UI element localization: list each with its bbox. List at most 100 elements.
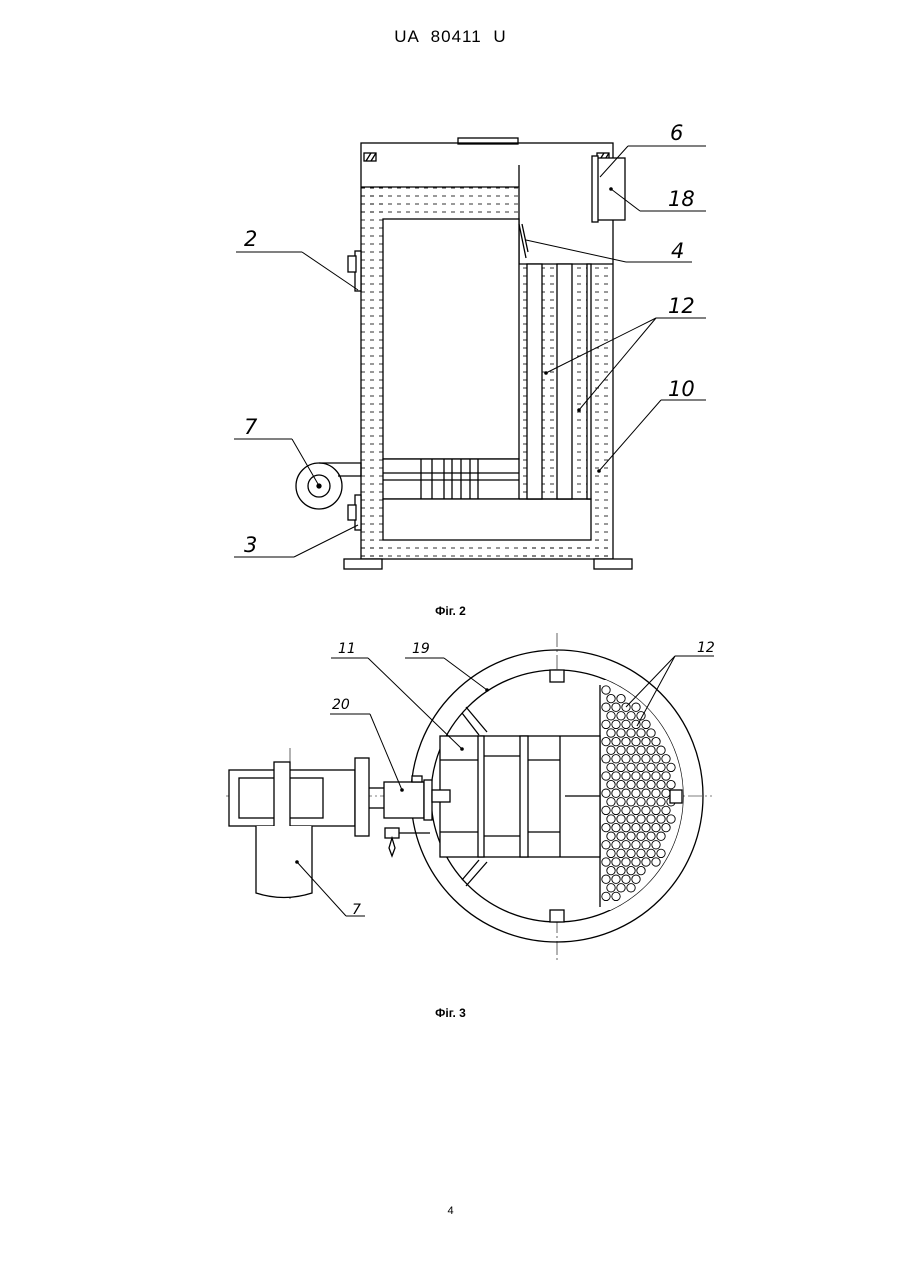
fire-tube — [637, 849, 645, 857]
ref-12-fig3: 12 — [697, 640, 715, 656]
fire-tube — [602, 737, 610, 745]
ref-19: 19 — [412, 641, 430, 657]
fire-tube — [627, 712, 635, 720]
fire-tube — [642, 823, 650, 831]
fire-tube — [627, 815, 635, 823]
fire-tube — [632, 841, 640, 849]
fire-tube — [627, 763, 635, 771]
fire-tube — [627, 866, 635, 874]
fire-tube — [602, 875, 610, 883]
fire-tube — [632, 858, 640, 866]
fire-tube — [627, 729, 635, 737]
fire-tube — [667, 763, 675, 771]
fire-tube — [622, 720, 630, 728]
fire-tube — [652, 823, 660, 831]
fire-tube — [617, 763, 625, 771]
fire-tube — [657, 815, 665, 823]
fire-tube — [617, 712, 625, 720]
fire-tube — [647, 815, 655, 823]
fire-tube — [602, 686, 610, 694]
fire-tube — [632, 823, 640, 831]
fire-tube — [637, 746, 645, 754]
figure-2 — [234, 138, 706, 569]
fire-tube — [632, 772, 640, 780]
fire-tube — [602, 858, 610, 866]
fire-tube — [627, 832, 635, 840]
fire-tube — [652, 789, 660, 797]
ref-20: 20 — [332, 697, 350, 713]
fire-tube — [607, 866, 615, 874]
fire-tube — [602, 892, 610, 900]
fire-tube — [602, 772, 610, 780]
fire-tube — [632, 703, 640, 711]
fire-tube — [652, 841, 660, 849]
fire-tube — [662, 789, 670, 797]
fire-tube — [602, 755, 610, 763]
fire-tube — [622, 875, 630, 883]
fire-tube — [612, 823, 620, 831]
fire-tube — [612, 892, 620, 900]
fire-tube — [627, 780, 635, 788]
fire-tube — [612, 755, 620, 763]
fire-tube — [642, 789, 650, 797]
fire-tube — [607, 780, 615, 788]
fire-tube — [647, 729, 655, 737]
fire-tube — [617, 694, 625, 702]
fire-tube — [637, 866, 645, 874]
fire-tube — [612, 703, 620, 711]
fire-tube — [622, 789, 630, 797]
fire-tube — [602, 703, 610, 711]
fire-tube — [657, 849, 665, 857]
ref-6: 6 — [670, 121, 683, 145]
fire-tube — [617, 780, 625, 788]
fire-tube — [657, 798, 665, 806]
fire-tube — [657, 780, 665, 788]
fire-tube — [642, 806, 650, 814]
fire-tube — [642, 755, 650, 763]
fire-tube — [602, 720, 610, 728]
fire-tube — [607, 849, 615, 857]
fire-tube — [637, 780, 645, 788]
ref-2: 2 — [244, 227, 257, 251]
fire-tube — [612, 841, 620, 849]
fire-tube — [617, 866, 625, 874]
fire-tube — [637, 763, 645, 771]
ref-7-fig3: 7 — [352, 902, 361, 918]
fire-tube — [612, 875, 620, 883]
fire-tube — [642, 858, 650, 866]
fire-tube — [652, 858, 660, 866]
fire-tube — [617, 798, 625, 806]
fire-tube — [622, 772, 630, 780]
fire-tube — [652, 737, 660, 745]
ref-10: 10 — [668, 377, 695, 401]
fire-tube — [612, 772, 620, 780]
fire-tube — [622, 806, 630, 814]
fire-tube — [622, 737, 630, 745]
fire-tube — [642, 772, 650, 780]
fire-tube — [627, 849, 635, 857]
combustion-chamber — [383, 219, 519, 459]
fire-tube — [632, 755, 640, 763]
figure-3-caption: Фіг. 3 — [0, 1006, 901, 1020]
fire-tube — [657, 832, 665, 840]
fire-tube — [662, 823, 670, 831]
page-number: 4 — [0, 1205, 901, 1217]
fire-tube — [612, 858, 620, 866]
fire-tube — [607, 694, 615, 702]
fire-tube — [612, 737, 620, 745]
fire-tube — [612, 789, 620, 797]
fire-tube — [652, 806, 660, 814]
ref-12: 12 — [668, 294, 695, 318]
fire-tube — [627, 798, 635, 806]
fire-tube — [617, 832, 625, 840]
fire-tube — [642, 720, 650, 728]
fire-tube — [617, 884, 625, 892]
ash-pan — [383, 499, 591, 540]
fire-tube — [602, 823, 610, 831]
fire-tube — [602, 841, 610, 849]
fire-tube — [607, 815, 615, 823]
fire-tube — [637, 815, 645, 823]
figure-2-caption: Фіг. 2 — [0, 604, 901, 618]
fire-tube — [647, 780, 655, 788]
